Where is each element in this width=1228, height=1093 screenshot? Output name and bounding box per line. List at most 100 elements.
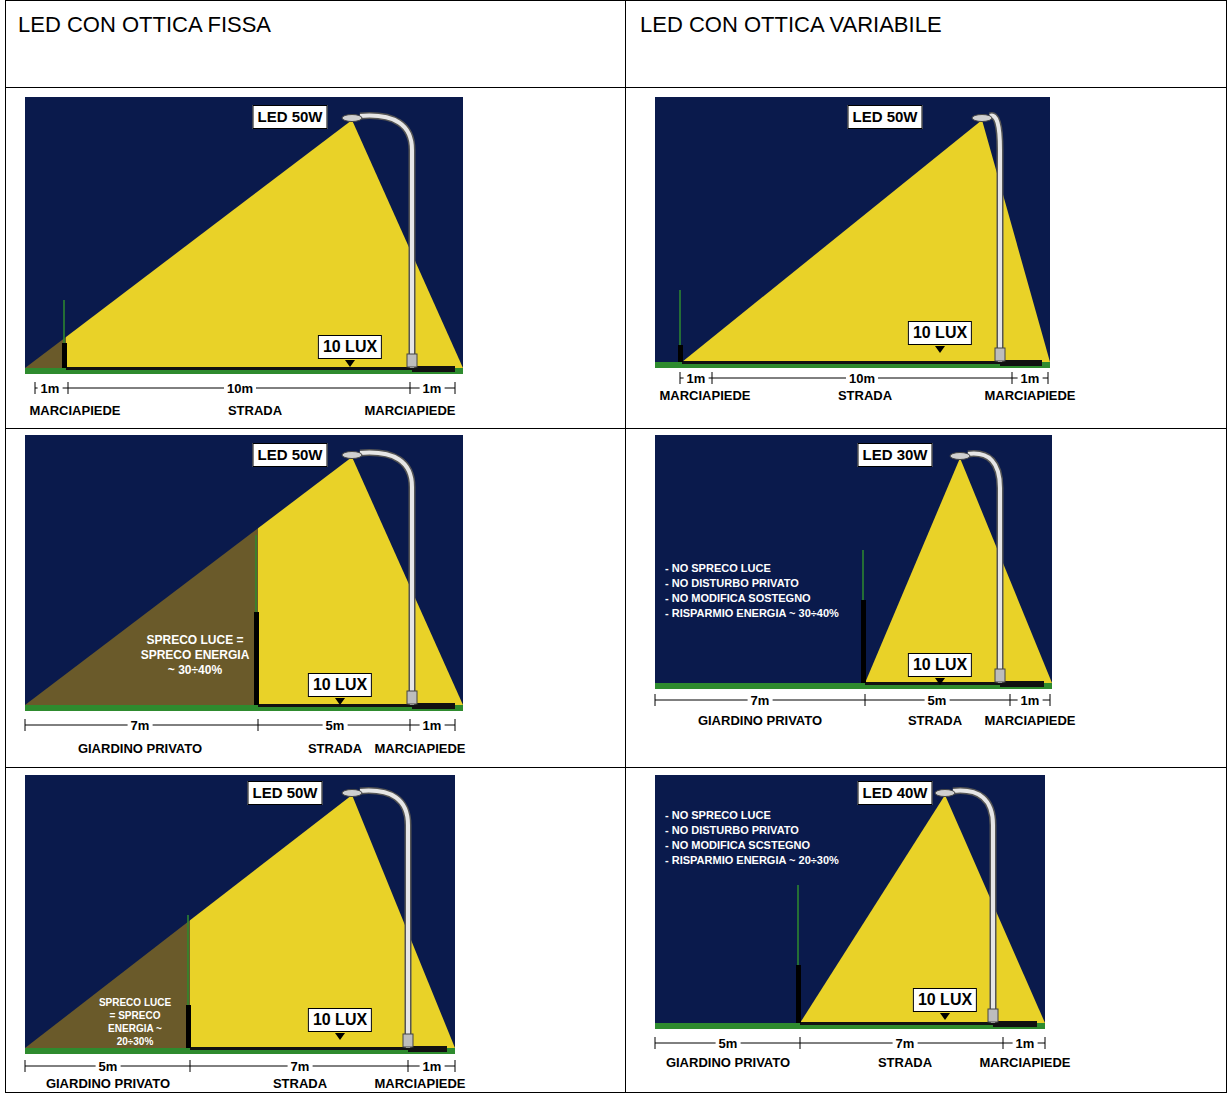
light-cone bbox=[258, 457, 463, 705]
benefit-note-text: - RISPARMIO ENERGIA ~ 20÷30% bbox=[665, 854, 839, 866]
boundary-wall bbox=[186, 1005, 191, 1048]
table-rule bbox=[5, 87, 1227, 88]
pole-outline bbox=[360, 453, 412, 705]
street-panel bbox=[25, 435, 463, 731]
ground bbox=[655, 362, 1050, 368]
pole-outline bbox=[968, 454, 1000, 683]
dimension-label: 1m bbox=[420, 718, 445, 733]
table-header-text: LED CON OTTICA VARIABILE bbox=[640, 12, 942, 37]
waste-note-text: SPRECO LUCE = SPRECO ENERGIA ~ 30÷40% bbox=[141, 633, 250, 677]
box-text: 10 LUX bbox=[913, 324, 967, 341]
lamp-power-box: LED 50W bbox=[247, 781, 322, 805]
light-pole bbox=[360, 116, 412, 368]
dimension-label: 10m bbox=[846, 371, 878, 386]
dimension-tick bbox=[655, 694, 656, 706]
dimension-label-text: 10m bbox=[227, 381, 253, 396]
table-grid bbox=[5, 0, 1227, 1093]
benefit-note-text: - NO DISTURBO PRIVATO bbox=[665, 824, 799, 836]
night-sky bbox=[25, 435, 463, 711]
zone-name: STRADA bbox=[273, 1076, 327, 1091]
dimension-label: 7m bbox=[288, 1059, 313, 1074]
zone-name-text: STRADA bbox=[908, 713, 962, 728]
zone-name: MARCIAPIEDE bbox=[374, 1076, 465, 1091]
box-text: LED 30W bbox=[862, 446, 927, 463]
dimension-label: 1m bbox=[1018, 693, 1043, 708]
box-text: 10 LUX bbox=[313, 1011, 367, 1028]
dimension-label-text: 1m bbox=[1016, 1036, 1035, 1051]
lux-pointer bbox=[935, 678, 945, 685]
zone-name-text: STRADA bbox=[878, 1055, 932, 1070]
street-panel bbox=[655, 775, 1045, 1049]
box-text: LED 50W bbox=[257, 446, 322, 463]
lux-box: 10 LUX bbox=[908, 321, 972, 345]
sidewalk bbox=[993, 1021, 1037, 1027]
wasted-light bbox=[25, 337, 66, 368]
dimension-tick bbox=[1003, 1037, 1004, 1049]
benefit-note: - NO SPRECO LUCE bbox=[665, 809, 771, 822]
sidewalk bbox=[408, 1046, 447, 1052]
zone-name-text: GIARDINO PRIVATO bbox=[698, 713, 822, 728]
zone-name-text: MARCIAPIEDE bbox=[984, 388, 1075, 403]
night-sky bbox=[655, 775, 1045, 1029]
zone-name-text: STRADA bbox=[273, 1076, 327, 1091]
lamp-head bbox=[342, 452, 362, 459]
boundary-wall bbox=[678, 345, 683, 362]
lamp-power-box: LED 40W bbox=[857, 781, 932, 805]
box-text: 10 LUX bbox=[918, 991, 972, 1008]
dimension-label: 7m bbox=[748, 693, 773, 708]
box-text: 10 LUX bbox=[313, 676, 367, 693]
lux-box: 10 LUX bbox=[908, 653, 972, 677]
table-rule bbox=[5, 428, 1227, 429]
dimension-label-text: 1m bbox=[423, 381, 442, 396]
box-text: LED 40W bbox=[862, 784, 927, 801]
table-rule bbox=[5, 767, 1227, 768]
lamp-head bbox=[972, 115, 992, 122]
dimension-label-text: 7m bbox=[131, 718, 150, 733]
dimension-tick bbox=[68, 382, 69, 394]
lux-pointer bbox=[940, 1013, 950, 1020]
boundary-wall bbox=[796, 965, 801, 1023]
benefit-note-text: - NO MODIFICA SOSTEGNO bbox=[665, 592, 811, 604]
lux-box: 10 LUX bbox=[308, 1008, 372, 1032]
benefit-note-text: - NO DISTURBO PRIVATO bbox=[665, 577, 799, 589]
dimension-label: 7m bbox=[893, 1036, 918, 1051]
lamp-head bbox=[342, 790, 362, 797]
lamp-power-box: LED 50W bbox=[252, 443, 327, 467]
zone-name-text: GIARDINO PRIVATO bbox=[46, 1076, 170, 1091]
ground bbox=[25, 368, 463, 374]
zone-name: GIARDINO PRIVATO bbox=[78, 741, 202, 756]
dimension-tick bbox=[800, 1037, 801, 1049]
dimension-tick bbox=[25, 719, 26, 731]
dimension-label-text: 1m bbox=[687, 371, 706, 386]
light-cone bbox=[865, 458, 1052, 683]
zone-name: STRADA bbox=[838, 388, 892, 403]
pole-base bbox=[995, 348, 1005, 361]
lux-pointer bbox=[335, 698, 345, 705]
ground bbox=[25, 1048, 455, 1054]
dimension-label-text: 1m bbox=[423, 718, 442, 733]
dimension-tick bbox=[1048, 372, 1049, 384]
dimension-label-text: 7m bbox=[896, 1036, 915, 1051]
pole-base bbox=[403, 1034, 413, 1047]
dimension-label-text: 1m bbox=[423, 1059, 442, 1074]
dimension-tick bbox=[190, 1060, 191, 1072]
zone-name: GIARDINO PRIVATO bbox=[698, 713, 822, 728]
table-border bbox=[6, 1, 1227, 1093]
street-panel bbox=[25, 775, 455, 1072]
zone-name: MARCIAPIEDE bbox=[979, 1055, 1070, 1070]
zone-name-text: MARCIAPIEDE bbox=[374, 1076, 465, 1091]
dimension-tick bbox=[655, 1037, 656, 1049]
dimension-label: 5m bbox=[716, 1036, 741, 1051]
light-cone bbox=[800, 795, 1045, 1023]
lux-pointer bbox=[935, 346, 945, 353]
night-sky bbox=[655, 97, 1050, 368]
benefit-note: - NO MODIFICA SCSTEGNO bbox=[665, 839, 810, 852]
road-surface bbox=[66, 367, 455, 370]
zone-name-text: MARCIAPIEDE bbox=[979, 1055, 1070, 1070]
light-pole bbox=[360, 453, 412, 705]
dimension-tick bbox=[1012, 372, 1013, 384]
dimension-tick bbox=[25, 1060, 26, 1072]
pole-base bbox=[995, 669, 1005, 682]
benefit-note: - NO DISTURBO PRIVATO bbox=[665, 577, 799, 590]
